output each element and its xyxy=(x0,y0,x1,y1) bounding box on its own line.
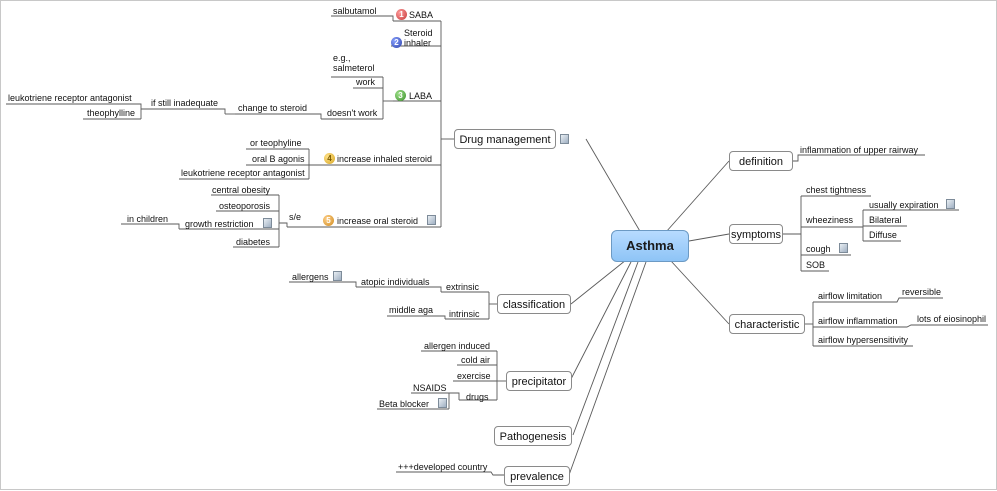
definition-detail[interactable]: inflammation of upper rairway xyxy=(800,145,919,155)
leukotriene-option[interactable]: leukotriene receptor antagonist xyxy=(8,93,132,103)
symptom-wheeziness[interactable]: wheeziness xyxy=(806,215,854,225)
drug-increase-oral[interactable]: increase oral steroid xyxy=(337,216,419,226)
laba-work[interactable]: work xyxy=(356,77,376,87)
laba-example[interactable]: e.g., salmeterol xyxy=(333,53,375,73)
drug-steroid-inhaler[interactable]: Steroid inhaler xyxy=(404,28,433,48)
wire-patho xyxy=(572,261,639,436)
inhaled-or-teophyline[interactable]: or teophyline xyxy=(250,138,302,148)
class-allergens[interactable]: allergens xyxy=(292,272,329,282)
wheeze-expiration[interactable]: usually expiration xyxy=(869,200,939,210)
symptom-sob[interactable]: SOB xyxy=(806,260,826,270)
inhaled-leukotriene[interactable]: leukotriene receptor antagonist xyxy=(181,168,305,178)
note-icon[interactable] xyxy=(946,199,955,209)
char-inflammation[interactable]: airflow inflammation xyxy=(818,316,898,326)
topic-classification[interactable]: classification xyxy=(497,294,571,314)
precip-nsaids[interactable]: NSAIDS xyxy=(413,383,447,393)
precip-allergen[interactable]: allergen induced xyxy=(424,341,491,351)
wire-sym xyxy=(688,233,730,242)
wheeze-diffuse[interactable]: Diffuse xyxy=(869,230,897,240)
topic-pathogenesis[interactable]: Pathogenesis xyxy=(494,426,572,446)
central-topic[interactable]: Asthma xyxy=(611,230,689,262)
note-icon[interactable] xyxy=(427,215,436,225)
drug-laba[interactable]: LABA xyxy=(409,91,433,101)
note-icon[interactable] xyxy=(333,271,342,281)
symptom-chest[interactable]: chest tightness xyxy=(806,185,867,195)
class-intrinsic[interactable]: intrinsic xyxy=(449,309,480,319)
note-icon[interactable] xyxy=(560,134,569,144)
se-diabetes[interactable]: diabetes xyxy=(236,237,271,247)
precip-beta-blocker[interactable]: Beta blocker xyxy=(379,399,430,409)
wire-precip xyxy=(570,261,632,380)
topic-symptoms[interactable]: symptoms xyxy=(729,224,783,244)
class-middle-age[interactable]: middle aga xyxy=(389,305,434,315)
priority-5-icon: 5 xyxy=(323,215,334,226)
precip-cold-air[interactable]: cold air xyxy=(461,355,491,365)
wire-class xyxy=(570,259,627,305)
topic-precipitator[interactable]: precipitator xyxy=(506,371,572,391)
wire-drug xyxy=(585,138,642,234)
inhaled-oral-b[interactable]: oral B agonis xyxy=(252,154,305,164)
side-effects[interactable]: s/e xyxy=(289,212,302,222)
topic-definition[interactable]: definition xyxy=(729,151,793,171)
wire-def xyxy=(665,160,730,233)
wire-char xyxy=(670,260,730,325)
priority-2-icon: 2 xyxy=(391,37,402,48)
laba-doesnt-work[interactable]: doesn't work xyxy=(327,108,378,118)
if-still-inadequate[interactable]: if still inadequate xyxy=(151,98,219,108)
note-icon[interactable] xyxy=(839,243,848,253)
char-hypersensitivity[interactable]: airflow hypersensitivity xyxy=(818,335,909,345)
wheeze-bilateral[interactable]: Bilateral xyxy=(869,215,902,225)
note-icon[interactable] xyxy=(438,398,447,408)
precip-exercise[interactable]: exercise xyxy=(457,371,491,381)
char-eosinophil[interactable]: lots of eiosinophil xyxy=(917,314,987,324)
symptom-cough[interactable]: cough xyxy=(806,244,831,254)
priority-3-icon: 3 xyxy=(395,90,406,101)
char-limitation[interactable]: airflow limitation xyxy=(818,291,883,301)
topic-characteristic[interactable]: characteristic xyxy=(729,314,805,334)
se-osteoporosis[interactable]: osteoporosis xyxy=(219,201,271,211)
note-icon[interactable] xyxy=(263,218,272,228)
class-extrinsic[interactable]: extrinsic xyxy=(446,282,480,292)
se-growth-restriction[interactable]: growth restriction xyxy=(185,219,254,229)
topic-drug-management[interactable]: Drug management xyxy=(454,129,556,149)
priority-4-icon: 4 xyxy=(324,153,335,164)
change-to-steroid[interactable]: change to steroid xyxy=(238,103,308,113)
priority-1-icon: 1 xyxy=(396,9,407,20)
precip-drugs[interactable]: drugs xyxy=(466,392,489,402)
saba-detail[interactable]: salbutamol xyxy=(333,6,377,16)
wire-prev xyxy=(568,261,647,476)
class-atopic[interactable]: atopic individuals xyxy=(361,277,430,287)
char-reversible[interactable]: reversible xyxy=(902,287,942,297)
drug-saba[interactable]: SABA xyxy=(409,10,434,20)
theophylline-option[interactable]: theophylline xyxy=(87,108,136,118)
se-central-obesity[interactable]: central obesity xyxy=(212,185,271,195)
drug-increase-inhaled[interactable]: increase inhaled steroid xyxy=(337,154,433,164)
prevalence-detail[interactable]: +++developed country xyxy=(398,462,488,472)
se-in-children[interactable]: in children xyxy=(127,214,169,224)
topic-prevalence[interactable]: prevalence xyxy=(504,466,570,486)
